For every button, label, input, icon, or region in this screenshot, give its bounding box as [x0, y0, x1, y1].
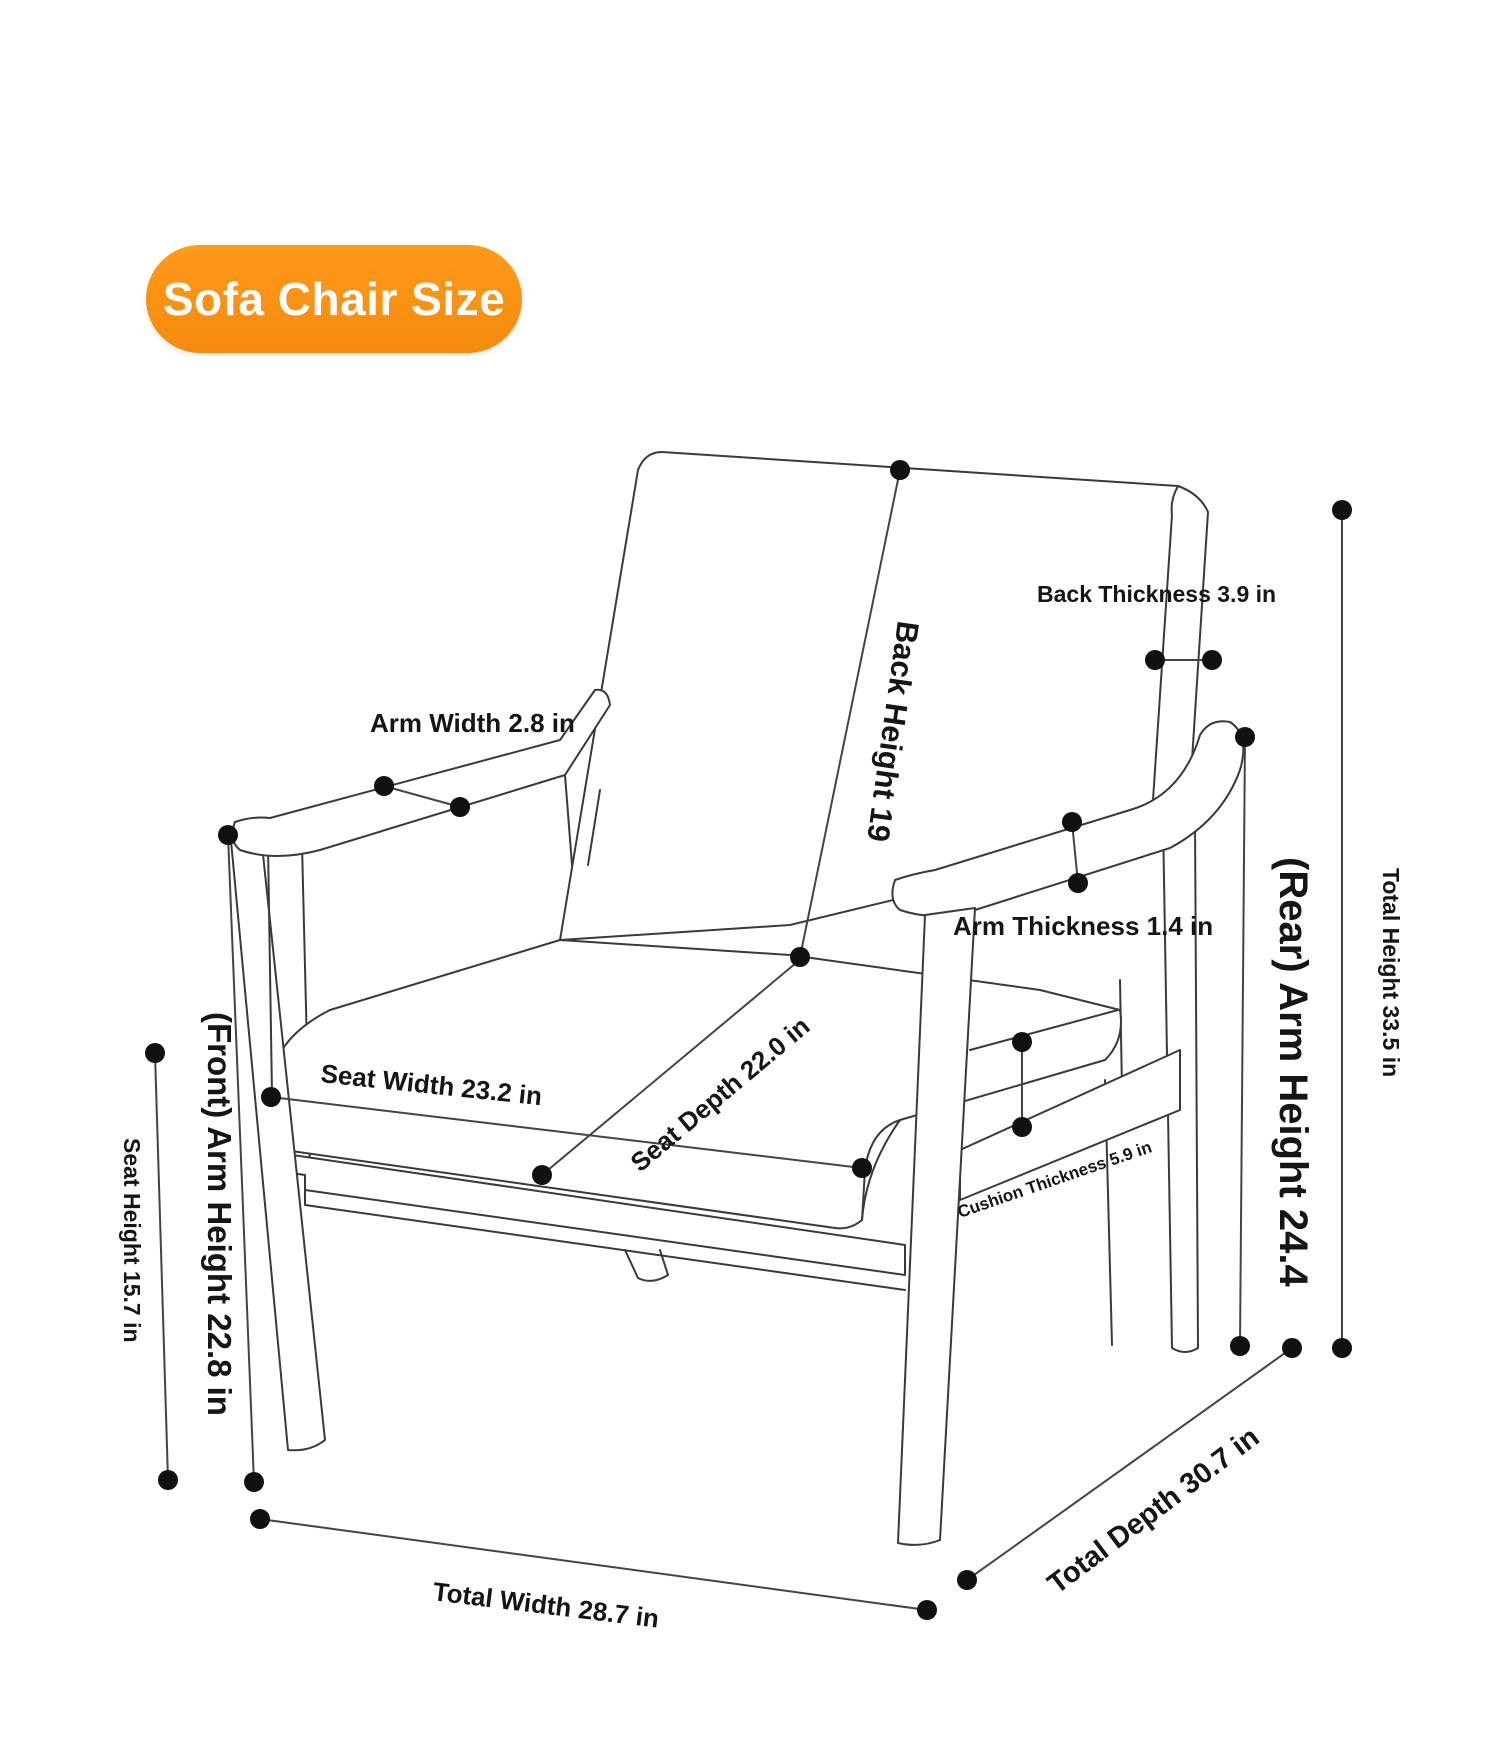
dimension-lines [154, 469, 1343, 1611]
dot [1282, 1338, 1302, 1358]
center-foot [624, 1249, 669, 1282]
rear-right-leg [1162, 819, 1199, 1353]
dot [261, 1087, 281, 1107]
back-height-line [799, 469, 901, 958]
front-rail-lower [304, 1189, 906, 1291]
dot [890, 460, 910, 480]
dot [1332, 1338, 1352, 1358]
seat-width-line [270, 1096, 863, 1169]
seat-cushion [267, 939, 1122, 1230]
left-arm-support [564, 774, 573, 866]
dot [852, 1158, 872, 1178]
dot [1012, 1032, 1032, 1052]
dot [1145, 650, 1165, 670]
dot [158, 1470, 178, 1490]
seat-corner [861, 1119, 901, 1221]
dot [532, 1165, 552, 1185]
dot [145, 1043, 165, 1063]
dot [1235, 727, 1255, 747]
dot [1332, 500, 1352, 520]
total-depth-label: Total Depth 30.7 in [1042, 1421, 1265, 1600]
front-left-leg [229, 829, 326, 1452]
arm-thickness-line [1071, 821, 1079, 884]
arm-thickness-label: Arm Thickness 1.4 in [953, 911, 1213, 941]
chair-outline [229, 451, 1245, 1546]
seat-height-line [154, 1052, 169, 1481]
seat-height-label: Seat Height 15.7 in [119, 1138, 145, 1343]
dot [917, 1600, 937, 1620]
dot [790, 947, 810, 967]
dot [1062, 812, 1082, 832]
dot [244, 1472, 264, 1492]
front-left-leg-inner [267, 844, 273, 1096]
backrest-side [1149, 485, 1179, 846]
back-frame [1119, 979, 1123, 1091]
arm-width-label: Arm Width 2.8 in [370, 708, 575, 738]
front-arm-height-label: (Front) Arm Height 22.8 in [201, 1012, 238, 1416]
dot [1202, 650, 1222, 670]
total-width-label: Total Width 28.7 in [431, 1576, 660, 1634]
arm-width-line [383, 785, 461, 808]
total-height-label: Total Height 33.5 in [1378, 868, 1404, 1077]
rear-arm-height-line [1239, 736, 1246, 1347]
front-arm-height-line [227, 834, 255, 1483]
dot [250, 1509, 270, 1529]
title-text: Sofa Chair Size [162, 273, 506, 325]
back-thickness-label: Back Thickness 3.9 in [1037, 581, 1276, 607]
dot [374, 776, 394, 796]
dimension-dots [145, 460, 1352, 1620]
seat-depth-line [541, 957, 803, 1176]
dot [1012, 1117, 1032, 1137]
dot [1230, 1336, 1250, 1356]
rear-arm-height-label: (Rear) Arm Height 24.4 [1271, 857, 1315, 1288]
dot [218, 825, 238, 845]
left-arm-support-2 [587, 789, 601, 866]
total-depth-line [966, 1347, 1293, 1581]
total-width-line [259, 1518, 928, 1611]
dot [450, 797, 470, 817]
seat-back-edge [969, 1009, 1119, 1051]
front-right-leg [897, 907, 976, 1546]
dot [957, 1570, 977, 1590]
title-badge: Sofa Chair Size [146, 245, 522, 353]
dot [1068, 873, 1088, 893]
